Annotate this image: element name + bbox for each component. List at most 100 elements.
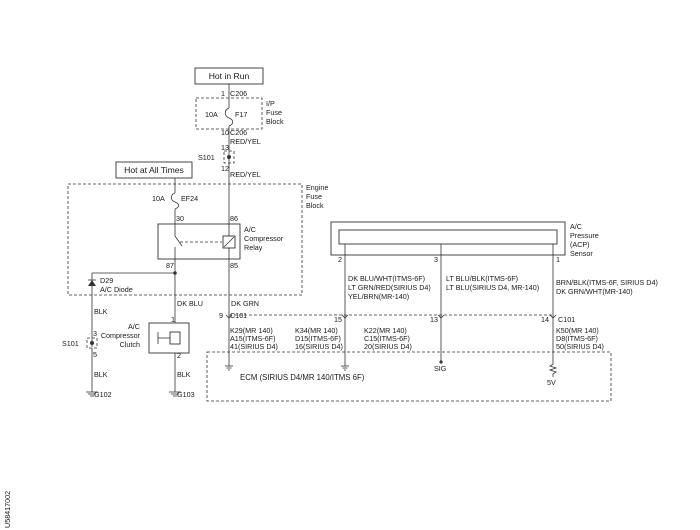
engine-fuse-block-line2: Fuse [306, 192, 322, 201]
s101-left-label: S101 [62, 339, 79, 348]
fuse-ef24-icon [170, 192, 180, 210]
acp-sensor-line2: Pressure [570, 231, 599, 240]
wire-red-yel-label-1: RED/YEL [230, 137, 261, 146]
clutch-coil-icon [169, 331, 181, 345]
acp-sensor-line1: A/C [570, 222, 582, 231]
fuse-f17-rating: 10A [205, 110, 218, 119]
ecm-internal-ground-icon [225, 362, 233, 371]
ecm-k29-line3: 41(SIRIUS D4) [230, 342, 278, 351]
c101-pin9: 9 [219, 311, 223, 320]
wire-dk-grn-label: DK GRN [231, 299, 259, 308]
clutch-label-line2: Compressor [101, 331, 141, 340]
acp-sensor-line3: (ACP) [570, 240, 590, 249]
relay-switch-icon [174, 235, 183, 247]
splice-s101-dot [227, 155, 231, 159]
ecm-low-ref-ground-icon [341, 362, 349, 371]
sensor-pin1: 1 [556, 255, 560, 264]
sensor-pin3: 3 [434, 255, 438, 264]
relay-pin87: 87 [166, 261, 174, 270]
hot-at-all-times-box [115, 161, 193, 179]
splice-s101-outline [223, 150, 235, 164]
wire-blk-label-3: BLK [177, 370, 191, 379]
engine-fuse-block-line3: Block [306, 201, 324, 210]
ground-g103-label: G103 [177, 390, 195, 399]
ecm-module-outline [206, 351, 612, 402]
acp-sensor-line4: Sensor [570, 249, 593, 258]
ground-g102-icon [86, 391, 98, 397]
clutch-label-line1: A/C [128, 322, 140, 331]
ground-g102-label: G102 [94, 390, 112, 399]
c206-bot-label: C206 [230, 128, 247, 137]
pin3-wire-line2: LT BLU(SIRIUS D4, MR-140) [446, 283, 539, 292]
diode-label-line2: A/C Diode [100, 285, 133, 294]
c101-left-label: C101 [230, 311, 247, 320]
ecm-k22-line2: C15(ITMS-6F) [364, 334, 410, 343]
ecm-k34-line3: 16(SIRIUS D4) [295, 342, 343, 351]
wire-dk-blu-label: DK BLU [177, 299, 203, 308]
s101-left-pin3: 3 [93, 329, 97, 338]
pin2-wire-line3: YEL/BRN(MR-140) [348, 292, 409, 301]
ecm-sig-node [439, 360, 443, 364]
relay-label-line3: Relay [244, 243, 263, 252]
s101-label: S101 [198, 153, 215, 162]
pin1-wire-line1: BRN/BLK(ITMS-6F, SIRIUS D4) [556, 278, 658, 287]
relay-pin85: 85 [230, 261, 238, 270]
ecm-5v-resistor-icon [548, 362, 558, 377]
fuse-f17-name: F17 [235, 110, 247, 119]
clutch-label-line3: Clutch [120, 340, 140, 349]
ecm-k50-line1: K50(MR 140) [556, 326, 599, 335]
s101-left-pin5: 5 [93, 350, 97, 359]
ecm-k34-line2: D15(ITMS-6F) [295, 334, 341, 343]
relay-pin86: 86 [230, 214, 238, 223]
hot-at-all-times-label: Hot at All Times [124, 165, 184, 175]
ip-fuse-block-line3: Block [266, 117, 284, 126]
diagram-code: U58417002 [3, 491, 12, 528]
fuse-ef24-rating: 10A [152, 194, 165, 203]
ecm-k22-line1: K22(MR 140) [364, 326, 407, 335]
clutch-pin1: 1 [171, 315, 175, 324]
c101-right-label: C101 [558, 315, 575, 324]
c101-pin13: 13 [430, 315, 438, 324]
splice-s101-left-dot [90, 341, 94, 345]
engine-fuse-block-line1: Engine [306, 183, 328, 192]
c206-top-pin: 1 [221, 89, 225, 98]
diode-label-line1: D29 [100, 276, 113, 285]
c206-top-label: C206 [230, 89, 247, 98]
c101-pin14: 14 [541, 315, 549, 324]
connector-chevron [549, 314, 557, 319]
ecm-sig-label: SIG [434, 364, 447, 373]
engine-fuse-block-outline [67, 183, 303, 296]
fuse-ef24-name: EF24 [181, 194, 198, 203]
ecm-k50-line3: 50(SIRIUS D4) [556, 342, 604, 351]
pin3-wire-line1: LT BLU/BLK(ITMS-6F) [446, 274, 518, 283]
pin2-wire-line1: DK BLU/WHT(ITMS-6F) [348, 274, 425, 283]
ecm-k22-line3: 20(SIRIUS D4) [364, 342, 412, 351]
relay-label-line2: Compressor [244, 234, 284, 243]
wire-blk-label-2: BLK [94, 370, 108, 379]
s101-pin-bot: 12 [221, 164, 229, 173]
hot-in-run-label: Hot in Run [209, 71, 250, 81]
relay-coil-mark [223, 236, 235, 248]
sensor-pin2: 2 [338, 255, 342, 264]
acp-sensor-element [338, 229, 558, 245]
pin2-wire-line2: LT GRN/RED(SIRIUS D4) [348, 283, 431, 292]
wire-blk-label-1: BLK [94, 307, 108, 316]
ecm-label: ECM (SIRIUS D4/MR 140/ITMS 6F) [240, 373, 365, 382]
relay-label-line1: A/C [244, 225, 256, 234]
ecm-k34-line1: K34(MR 140) [295, 326, 338, 335]
relay-pin30: 30 [176, 214, 184, 223]
ecm-k29-line1: K29(MR 140) [230, 326, 273, 335]
c101-pin15: 15 [334, 315, 342, 324]
ip-fuse-block-line2: Fuse [266, 108, 282, 117]
connector-chevron [225, 314, 233, 319]
ecm-5v-label: 5V [547, 378, 556, 387]
connector-chevron [341, 314, 349, 319]
connector-chevron [437, 314, 445, 319]
s101-pin-top: 13 [221, 143, 229, 152]
diode-icon [88, 280, 96, 286]
ecm-k50-line2: D8(ITMS-6F) [556, 334, 598, 343]
ip-fuse-block-line1: I/P [266, 99, 275, 108]
c206-bot-pin: 10 [221, 128, 229, 137]
